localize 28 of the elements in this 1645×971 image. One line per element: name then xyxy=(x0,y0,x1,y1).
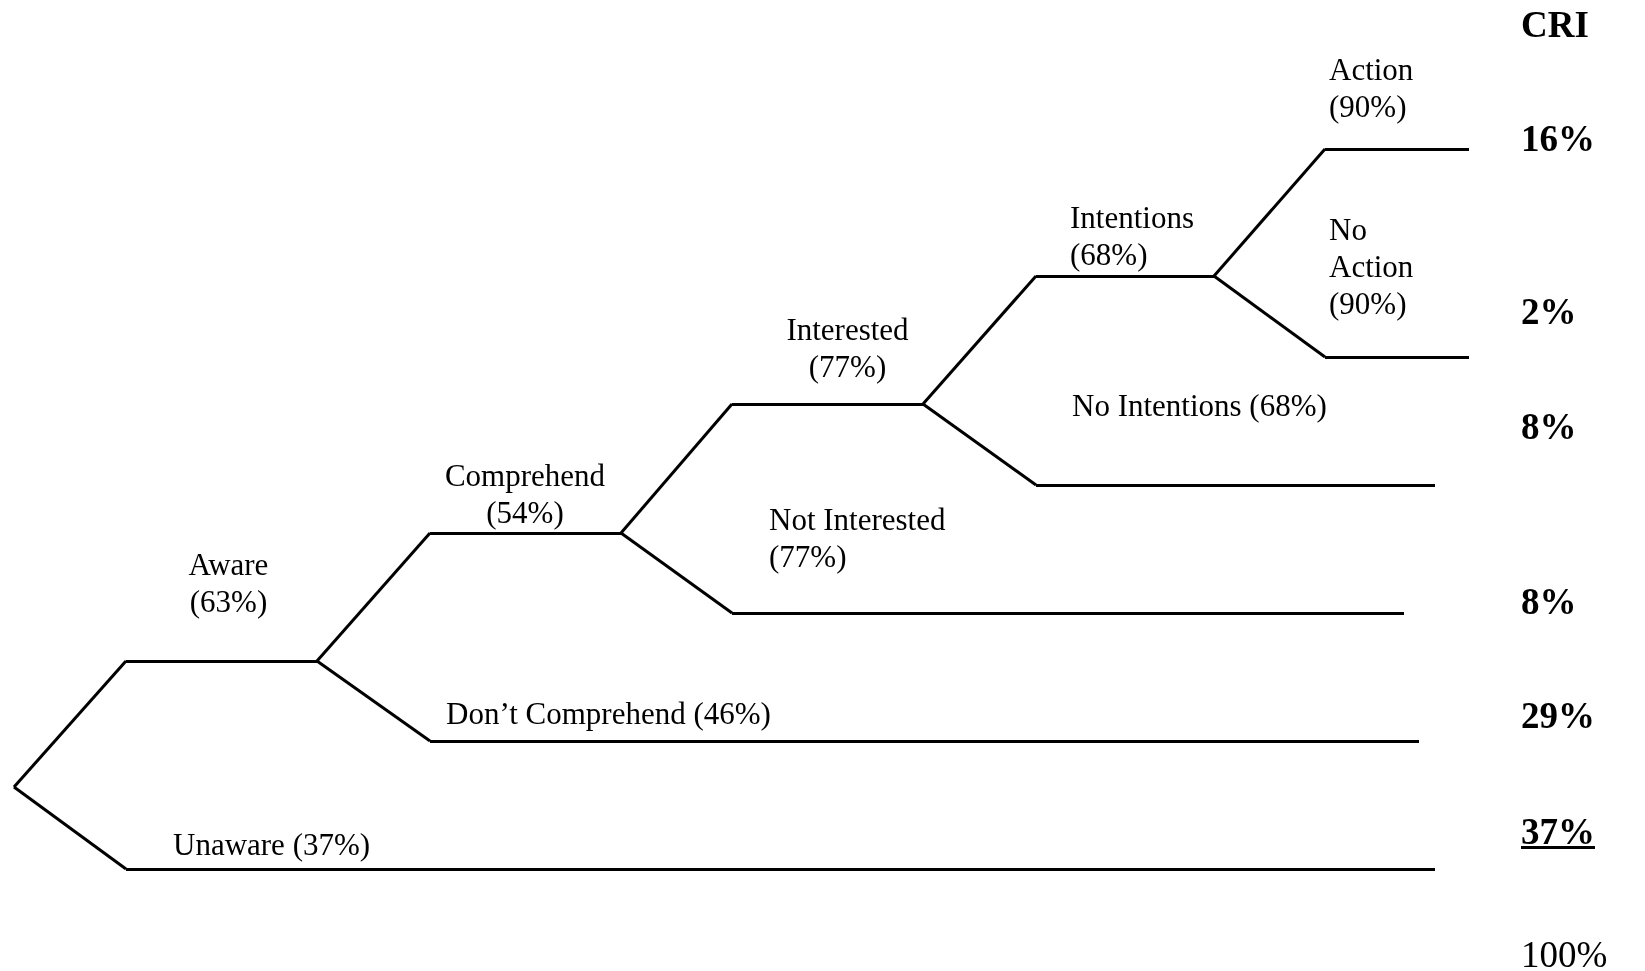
cri-value: 8% xyxy=(1521,406,1577,448)
column-heading: CRI xyxy=(1521,4,1589,46)
branch-label: Interested (77%) xyxy=(785,311,910,385)
branch-connector xyxy=(620,531,733,615)
branch-connector xyxy=(316,659,431,743)
branch-connector xyxy=(921,275,1038,405)
branch-connector xyxy=(619,403,734,534)
branch-label: Action (90%) xyxy=(1329,51,1415,125)
branch-connector xyxy=(12,660,128,788)
branch-label: Not Interested (77%) xyxy=(769,501,947,575)
cri-total: 100% xyxy=(1521,934,1608,971)
branch-label: Unaware (37%) xyxy=(173,826,372,863)
cri-value: 8% xyxy=(1521,581,1577,623)
branch-label: Aware (63%) xyxy=(187,546,270,620)
cri-value: 16% xyxy=(1521,118,1595,160)
branch-label: No Intentions (68%) xyxy=(1072,387,1328,424)
branch-connector xyxy=(1213,274,1326,359)
branch-connector xyxy=(922,402,1037,487)
branch-label: Comprehend (54%) xyxy=(443,457,607,531)
branch-connector xyxy=(13,785,127,871)
cri-value: 29% xyxy=(1521,695,1595,737)
branch-label: No Action (90%) xyxy=(1329,211,1415,322)
branch-connector xyxy=(1212,148,1327,277)
cri-value: 2% xyxy=(1521,291,1577,333)
branch-connector xyxy=(315,532,432,662)
cri-value: 37% xyxy=(1521,811,1595,853)
branch-label: Intentions (68%) xyxy=(1070,199,1195,273)
branch-label: Don’t Comprehend (46%) xyxy=(446,695,772,732)
